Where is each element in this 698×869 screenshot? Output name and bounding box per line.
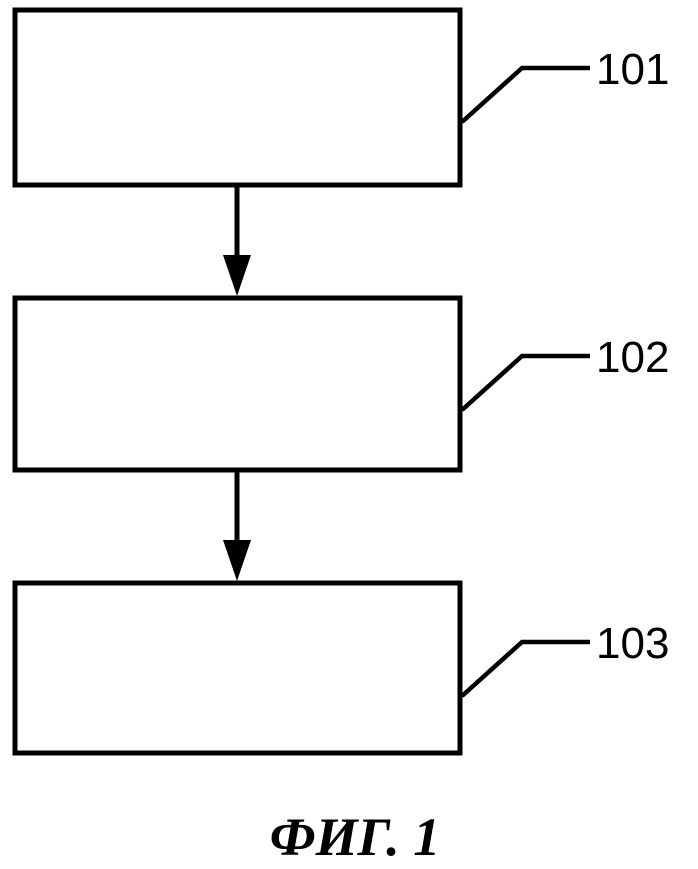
figure-caption: ФИГ. 1 — [270, 807, 440, 867]
leader-line-103 — [462, 642, 590, 696]
ref-label-101: 101 — [596, 45, 669, 94]
leader-line-102 — [462, 356, 590, 410]
leader-line-101 — [462, 68, 590, 122]
ref-label-102: 102 — [596, 333, 669, 382]
block-101 — [15, 10, 460, 185]
block-103 — [15, 583, 460, 753]
arrow-head-1 — [223, 255, 251, 296]
ref-label-103: 103 — [596, 619, 669, 668]
block-102 — [15, 298, 460, 470]
arrow-head-2 — [223, 540, 251, 581]
